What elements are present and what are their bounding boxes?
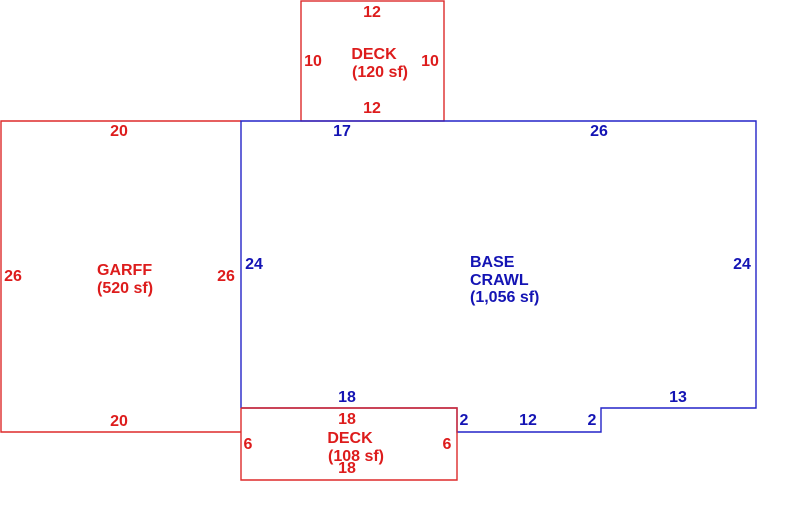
- base-dim-top-left: 17: [333, 123, 351, 140]
- base-dim-step-left: 2: [460, 412, 469, 429]
- garage-area: 20 26 26 20 GARFF (520 sf): [0, 120, 241, 433]
- deck-top-name: DECK: [351, 46, 397, 63]
- deck-bottom-area-label: (108 sf): [328, 448, 384, 465]
- deck-top-dim-right: 10: [421, 53, 439, 70]
- deck-bottom-name: DECK: [327, 430, 373, 447]
- base-crawl-area: 17 26 24 24 18 2 12 2 13 BASE CRAWL (1,0…: [240, 120, 757, 433]
- deck-bottom-dim-left: 6: [244, 436, 253, 453]
- deck-top-dim-bottom: 12: [363, 100, 381, 117]
- deck-bottom-area: 18 6 6 18 DECK (108 sf): [240, 407, 458, 481]
- base-name-line1: BASE: [470, 254, 515, 271]
- deck-bottom-dim-bottom: 18: [338, 460, 356, 477]
- base-name-line2: CRAWL: [470, 272, 529, 289]
- base-area-label: (1,056 sf): [470, 289, 539, 306]
- deck-top-dim-top: 12: [363, 4, 381, 21]
- deck-top-area: 12 10 10 12 DECK (120 sf): [300, 0, 445, 122]
- base-dim-right: 24: [733, 256, 751, 273]
- garage-area-label: (520 sf): [97, 280, 153, 297]
- deck-top-area-label: (120 sf): [352, 64, 408, 81]
- base-dim-step-right: 2: [588, 412, 597, 429]
- base-dim-step-bottom: 12: [519, 412, 537, 429]
- garage-name: GARFF: [97, 262, 152, 279]
- base-dim-bottom-left: 18: [338, 389, 356, 406]
- garage-dim-bottom: 20: [110, 413, 128, 430]
- deck-bottom-dim-right: 6: [443, 436, 452, 453]
- garage-outline: [0, 120, 241, 433]
- garage-dim-top: 20: [110, 123, 128, 140]
- deck-bottom-outline: [240, 407, 458, 481]
- base-dim-left: 24: [245, 256, 263, 273]
- deck-bottom-dim-top: 18: [338, 411, 356, 428]
- garage-dim-left: 26: [4, 268, 22, 285]
- garage-dim-right: 26: [217, 268, 235, 285]
- base-dim-bottom-right: 13: [669, 389, 687, 406]
- base-dim-top-right: 26: [590, 123, 608, 140]
- deck-top-dim-left: 10: [304, 53, 322, 70]
